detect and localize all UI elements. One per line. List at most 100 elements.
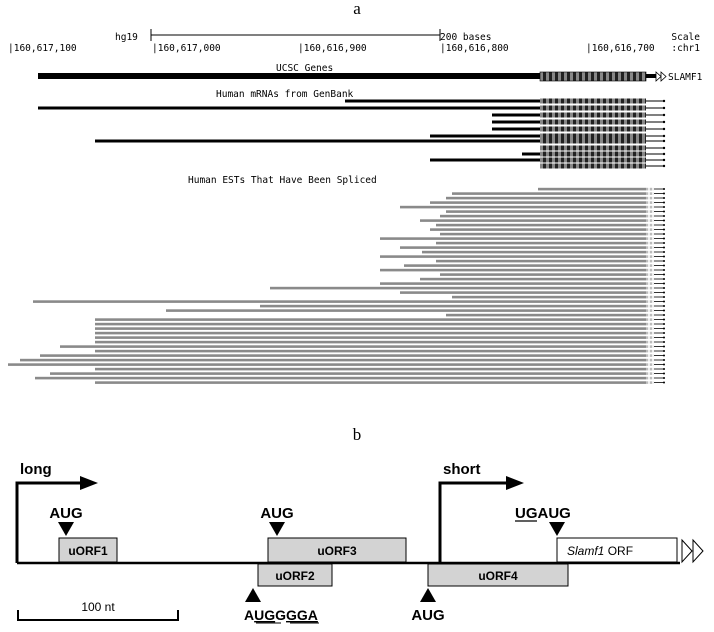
est-alignment xyxy=(430,228,665,231)
est-alignment xyxy=(35,376,665,380)
scale-bar: 100 nt xyxy=(17,600,179,621)
est-alignment xyxy=(95,322,665,326)
ucsc-genes-track: UCSC Genes SLAMF1 xyxy=(38,63,703,83)
est-alignment xyxy=(60,345,665,348)
strand-arrow-icon xyxy=(655,71,667,82)
auggga-motif: AUGGGGA xyxy=(244,607,318,623)
slamf1-utr xyxy=(38,73,540,79)
est-alignment xyxy=(95,340,665,344)
coordinate-label: |160,617,100 xyxy=(8,43,77,54)
est-alignment xyxy=(380,282,665,285)
est-alignment xyxy=(95,349,665,353)
est-alignment xyxy=(446,196,665,200)
aug-label: AUG xyxy=(411,607,444,624)
uorf4: uORF4 AUG xyxy=(411,563,569,624)
est-alignment xyxy=(446,313,665,317)
est-alignment xyxy=(400,291,665,294)
est-alignment xyxy=(380,268,665,272)
mrna-alignment xyxy=(492,119,666,125)
gene-name-label: SLAMF1 xyxy=(668,72,703,83)
uorf3-label: uORF3 xyxy=(317,544,357,558)
genome-browser-ruler: hg19 200 bases Scale |160,617,100 |160,6… xyxy=(8,29,700,54)
long-promoter-label: long xyxy=(20,461,52,478)
est-alignment xyxy=(436,259,665,263)
est-alignment xyxy=(452,295,665,299)
mrna-alignment xyxy=(540,145,666,151)
arrowhead-icon xyxy=(80,476,98,490)
chromosome-label: :chr1 xyxy=(671,43,700,54)
triangle-up-icon xyxy=(245,588,261,602)
mrna-alignment xyxy=(430,157,666,163)
coordinate-label: |160,617,000 xyxy=(152,43,221,54)
triangle-up-icon xyxy=(420,588,436,602)
est-alignment xyxy=(33,300,665,303)
est-alignment xyxy=(420,219,665,222)
est-alignment xyxy=(446,210,665,213)
uorf3: AUG uORF3 xyxy=(260,505,407,563)
strand-arrow-icon xyxy=(681,538,704,564)
ucsc-genes-track-label: UCSC Genes xyxy=(276,63,333,74)
triangle-down-icon xyxy=(58,522,74,536)
est-alignment xyxy=(50,372,665,375)
scale-bases-label: 200 bases xyxy=(440,32,491,43)
mrna-alignment xyxy=(430,133,666,139)
mrna-alignment xyxy=(522,151,666,157)
est-alignment xyxy=(95,327,665,330)
slamf1-cds xyxy=(539,71,647,82)
ugaug-motif: UGAUG xyxy=(515,505,571,522)
triangle-down-icon xyxy=(549,522,565,536)
est-alignment xyxy=(8,363,665,366)
est-track: Human ESTs That Have Been Spliced xyxy=(8,175,665,384)
triangle-down-icon xyxy=(269,522,285,536)
est-alignment xyxy=(400,246,665,249)
est-alignment xyxy=(166,309,665,312)
est-alignment xyxy=(40,354,665,357)
scale-bar-label: 100 nt xyxy=(81,600,115,614)
panel-a-label: a xyxy=(353,0,361,18)
est-alignment xyxy=(422,250,665,254)
est-alignment xyxy=(380,255,665,258)
est-alignment xyxy=(452,192,665,195)
assembly-label: hg19 xyxy=(115,32,138,43)
est-alignment xyxy=(95,318,665,321)
est-alignment xyxy=(404,264,665,267)
est-track-label: Human ESTs That Have Been Spliced xyxy=(188,175,377,186)
est-alignment xyxy=(436,241,665,245)
coordinate-label: |160,616,900 xyxy=(298,43,367,54)
est-alignment xyxy=(440,232,665,236)
est-alignment xyxy=(95,367,665,371)
uorf1: AUG uORF1 xyxy=(49,505,118,563)
est-alignment xyxy=(440,214,665,218)
short-promoter-label: short xyxy=(443,461,481,478)
est-alignment xyxy=(260,304,665,308)
est-alignment xyxy=(436,223,665,227)
arrowhead-icon xyxy=(506,476,524,490)
est-alignment xyxy=(400,205,665,209)
est-alignment xyxy=(95,331,665,335)
mrna-alignments xyxy=(38,98,666,169)
mrna-alignment xyxy=(492,126,666,132)
aug-label: AUG xyxy=(260,505,293,522)
short-promoter-arrow: short xyxy=(438,461,524,563)
uorf2-label: uORF2 xyxy=(275,569,315,583)
mrna-alignment xyxy=(492,112,666,118)
slamf1-orf: UGAUG Slamf1 ORF xyxy=(515,505,704,564)
est-alignment xyxy=(430,201,665,204)
mrna-alignment xyxy=(345,98,666,104)
uorf4-label: uORF4 xyxy=(478,569,518,583)
est-alignments xyxy=(8,187,665,384)
est-alignment xyxy=(20,358,665,362)
est-alignment xyxy=(440,273,665,276)
uorf2: uORF2 AUGGGGA xyxy=(244,563,333,624)
est-alignment xyxy=(95,381,665,384)
slamf1-orf-label: Slamf1 ORF xyxy=(567,544,633,558)
coordinate-label: |160,616,700 xyxy=(586,43,655,54)
mrna-track: Human mRNAs from GenBank xyxy=(38,89,666,169)
uorf1-label: uORF1 xyxy=(68,544,108,558)
est-alignment xyxy=(95,336,665,339)
mrna-track-label: Human mRNAs from GenBank xyxy=(216,89,354,100)
est-alignment xyxy=(538,187,665,191)
panel-b-label: b xyxy=(353,425,362,444)
est-alignment xyxy=(420,277,665,281)
